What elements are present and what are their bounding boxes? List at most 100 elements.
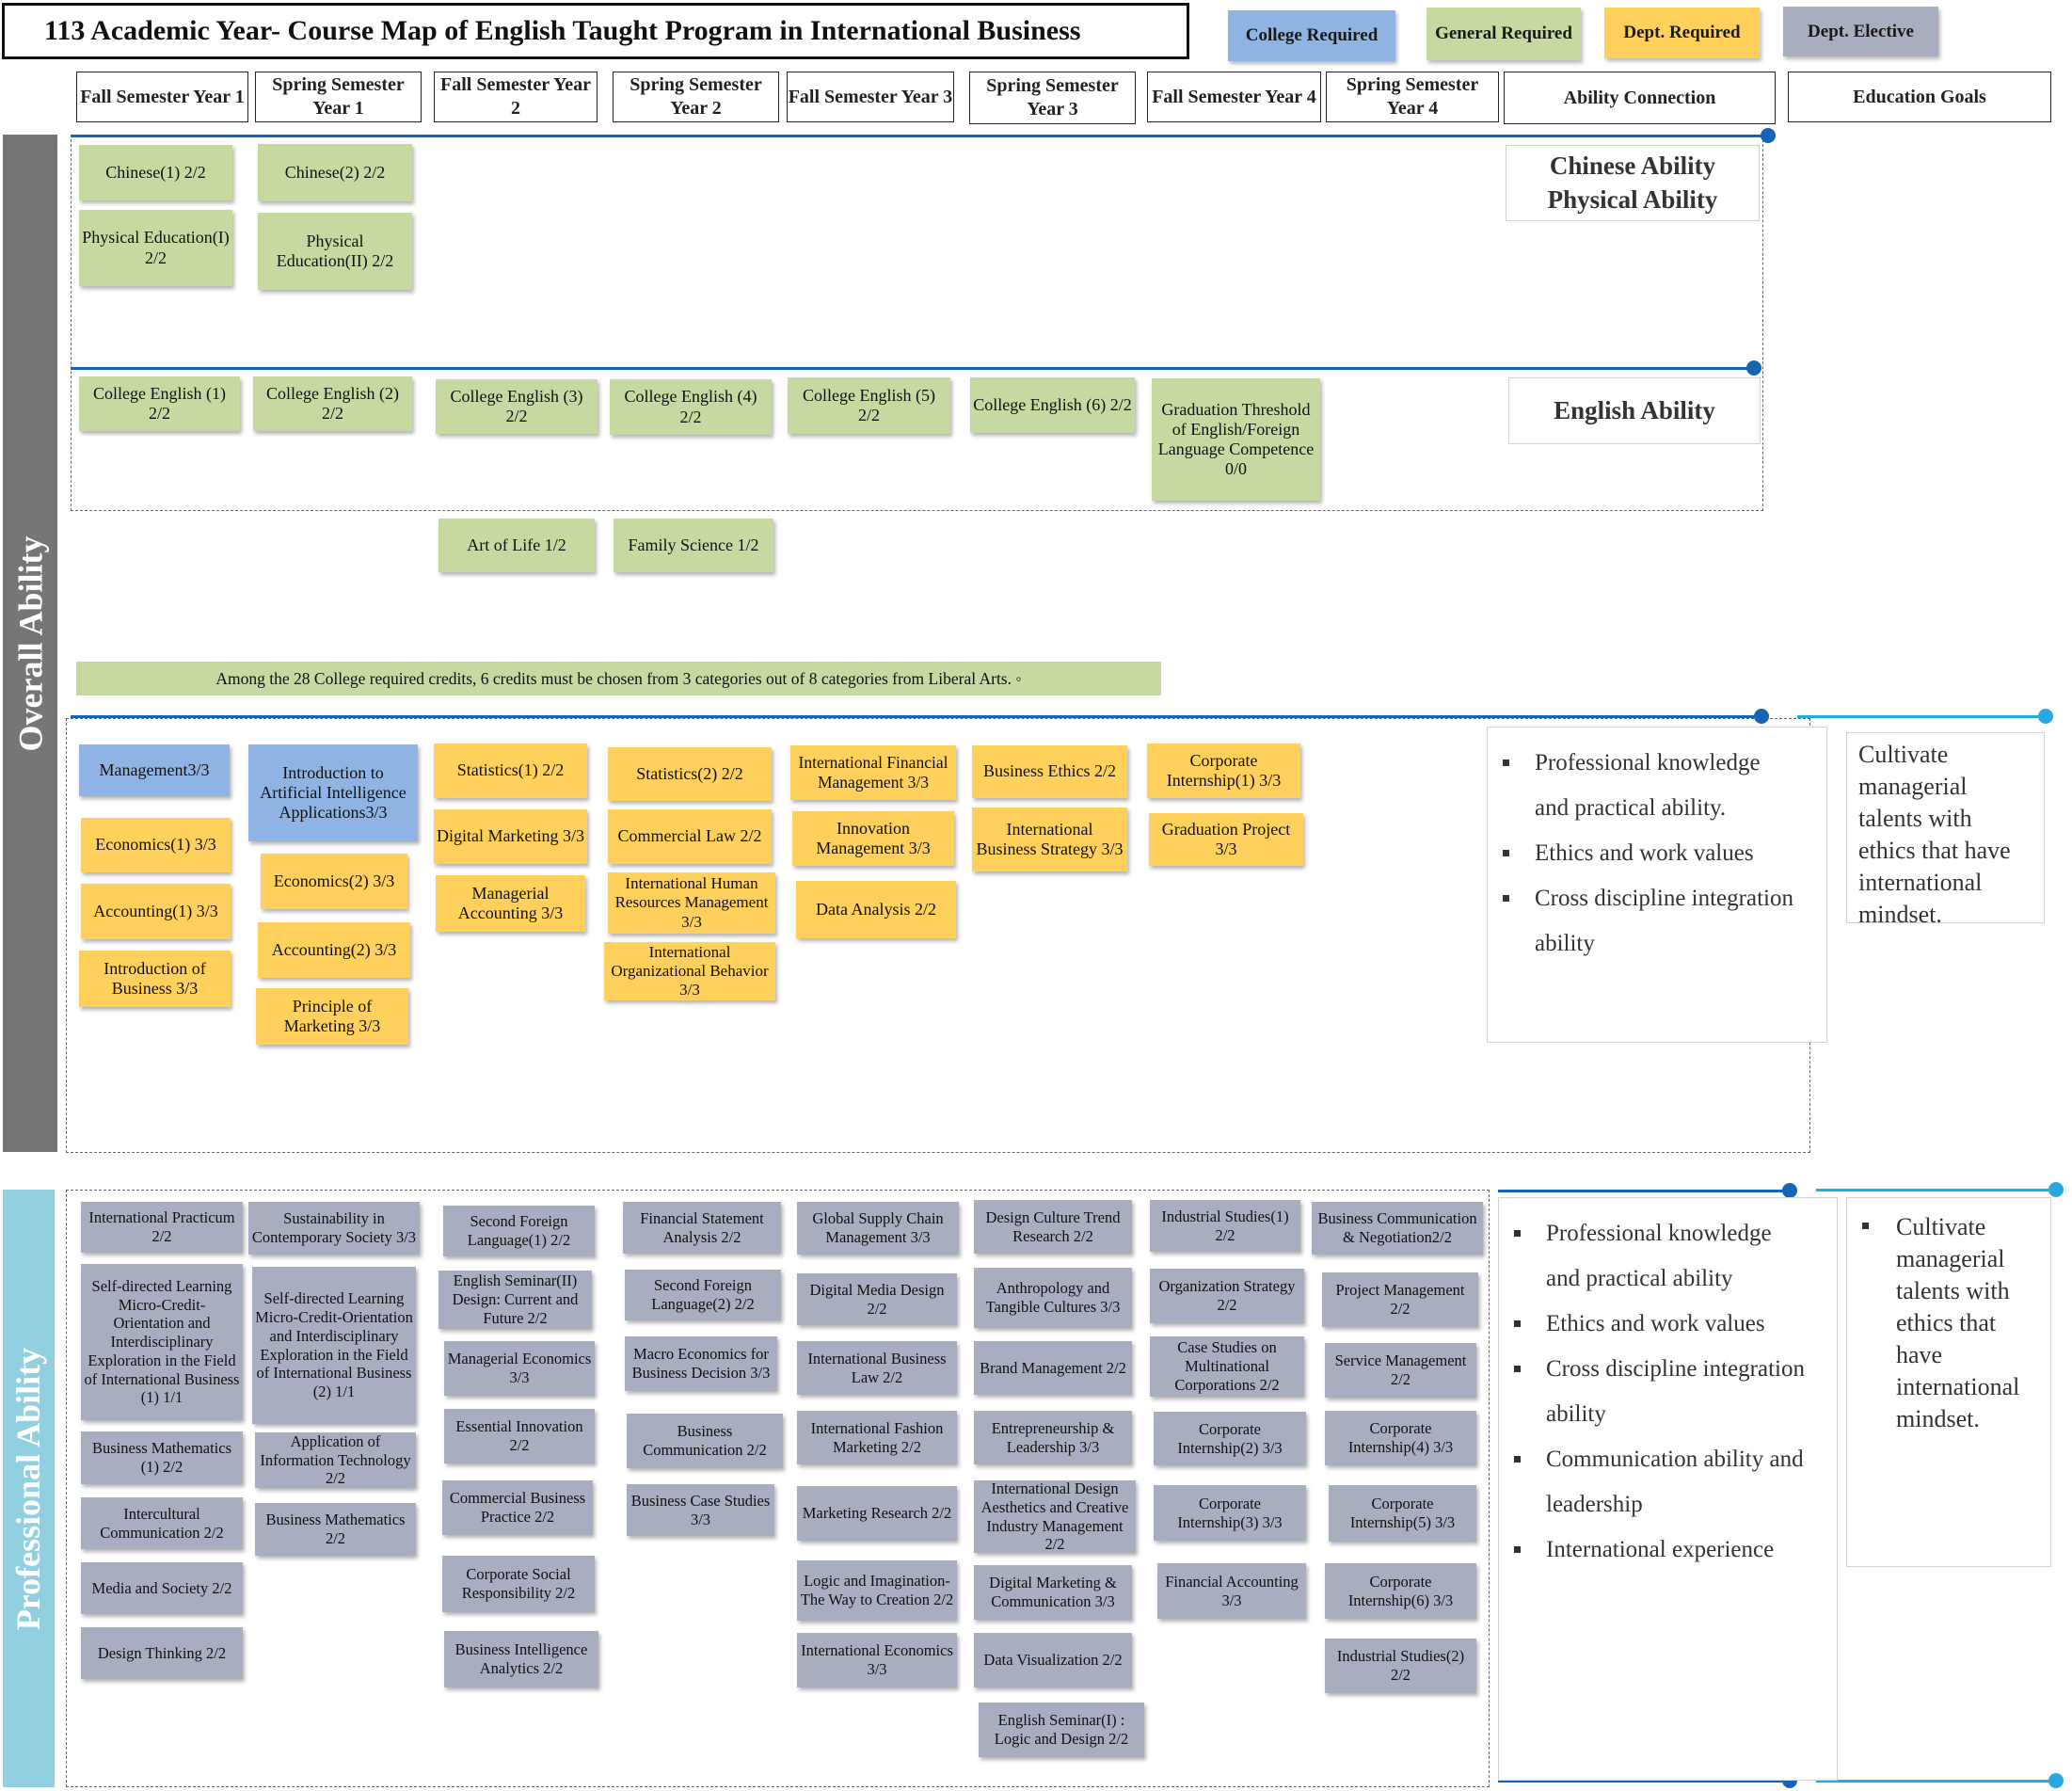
course-service-management: Service Management 2/2: [1325, 1343, 1476, 1398]
header-fall-year4: Fall Semester Year 4: [1147, 72, 1321, 122]
course-intl-business-strategy: International Business Strategy 3/3: [972, 808, 1127, 872]
course-business-intelligence-analytics: Business Intelligence Analytics 2/2: [444, 1631, 598, 1687]
professional-connection-line-1: Professional knowledge: [1499, 1211, 1837, 1256]
course-design-culture-trend: Design Culture Trend Research 2/2: [974, 1200, 1132, 1254]
course-business-communication-negotiation: Business Communication & Negotiation2/2: [1312, 1202, 1483, 1255]
course-business-ethics: Business Ethics 2/2: [972, 745, 1127, 798]
course-industrial-studies-2: Industrial Studies(2) 2/2: [1325, 1639, 1476, 1693]
header-spring-year4: Spring Semester Year 4: [1326, 72, 1499, 122]
course-business-case-studies: Business Case Studies 3/3: [627, 1484, 774, 1536]
professional-connection-line-6: Communication ability and: [1499, 1437, 1837, 1482]
connector-line-overall: [71, 715, 1761, 718]
course-brand-management: Brand Management 2/2: [974, 1341, 1132, 1395]
course-accounting-2: Accounting(2) 3/3: [258, 922, 410, 978]
connector-dot-overall: [1754, 709, 1769, 724]
course-industrial-studies-1: Industrial Studies(1) 2/2: [1150, 1200, 1300, 1252]
course-physical-education-2: Physical Education(II) 2/2: [258, 213, 412, 290]
header-ability-connection: Ability Connection: [1504, 72, 1776, 124]
overall-connection-line-3: Ethics and work values: [1488, 831, 1826, 876]
course-managerial-accounting: Managerial Accounting 3/3: [436, 875, 585, 932]
course-intl-fashion-marketing: International Fashion Marketing 2/2: [797, 1411, 957, 1464]
course-english-seminar-1: English Seminar(I) : Logic and Design 2/…: [979, 1703, 1144, 1757]
overall-education-goal: Cultivate managerial talents with ethics…: [1846, 732, 2045, 928]
header-fall-year1: Fall Semester Year 1: [76, 72, 248, 122]
goal-bullet-icon: [1862, 1223, 1869, 1229]
connector-line-professional-bottom: [1498, 1780, 1793, 1783]
course-intl-economics: International Economics 3/3: [797, 1633, 957, 1687]
ability-chinese-physical: Chinese Ability Physical Ability: [1506, 145, 1760, 221]
course-management: Management3/3: [79, 744, 230, 796]
course-economics-1: Economics(1) 3/3: [81, 818, 231, 872]
course-college-english-6: College English (6) 2/2: [970, 377, 1135, 433]
connector-line-english: [71, 367, 1755, 370]
course-business-mathematics: Business Mathematics 2/2: [255, 1503, 416, 1556]
header-spring-year1: Spring Semester Year 1: [255, 72, 422, 122]
course-principle-of-marketing: Principle of Marketing 3/3: [256, 988, 408, 1045]
course-self-directed-learning-2: Self-directed Learning Micro-Credit-Orie…: [252, 1267, 416, 1424]
course-media-and-society: Media and Society 2/2: [81, 1562, 243, 1614]
overall-ability-label: Overall Ability: [11, 536, 49, 751]
professional-education-goal: Cultivate managerial talents with ethics…: [1847, 1211, 2050, 1435]
course-college-english-3: College English (3) 2/2: [436, 379, 598, 434]
connector-line-professional-goal: [1816, 1189, 2051, 1191]
course-commercial-law: Commercial Law 2/2: [608, 809, 772, 864]
professional-education-goal-box: Cultivate managerial talents with ethics…: [1846, 1197, 2051, 1567]
course-art-of-life: Art of Life 1/2: [438, 519, 595, 572]
course-chinese-2: Chinese(2) 2/2: [258, 144, 412, 201]
connector-dot-english: [1746, 360, 1761, 376]
course-digital-media-design: Digital Media Design 2/2: [797, 1273, 957, 1325]
course-chinese-1: Chinese(1) 2/2: [79, 145, 232, 200]
legend-general-required: General Required: [1426, 8, 1581, 60]
legend-college-required: College Required: [1228, 10, 1395, 61]
course-second-foreign-language-2: Second Foreign Language(2) 2/2: [625, 1270, 781, 1320]
course-anthropology-tangible-cultures: Anthropology and Tangible Cultures 3/3: [974, 1268, 1132, 1328]
header-fall-year3: Fall Semester Year 3: [787, 72, 954, 122]
course-marketing-research: Marketing Research 2/2: [797, 1486, 957, 1541]
course-business-communication: Business Communication 2/2: [627, 1414, 783, 1468]
course-college-english-1: College English (1) 2/2: [79, 376, 240, 431]
course-english-seminar-2: English Seminar(II) Design: Current and …: [438, 1271, 592, 1329]
professional-ability-connection: Professional knowledge and practical abi…: [1498, 1197, 1838, 1781]
course-family-science: Family Science 1/2: [614, 519, 773, 572]
overall-ability-connection: Professional knowledge and practical abi…: [1487, 727, 1827, 1043]
course-organization-strategy: Organization Strategy 2/2: [1150, 1269, 1304, 1323]
course-self-directed-learning-1: Self-directed Learning Micro-Credit-Orie…: [81, 1264, 243, 1420]
professional-connection-line-3: Ethics and work values: [1499, 1302, 1837, 1347]
course-financial-statement-analysis: Financial Statement Analysis 2/2: [623, 1202, 781, 1254]
course-sustainability: Sustainability in Contemporary Society 3…: [248, 1202, 420, 1255]
header-education-goals: Education Goals: [1788, 72, 2051, 122]
course-application-of-it: Application of Information Technology 2/…: [255, 1432, 416, 1488]
liberal-arts-note: Among the 28 College required credits, 6…: [76, 662, 1161, 696]
page-title: 113 Academic Year- Course Map of English…: [2, 3, 1189, 59]
header-spring-year2: Spring Semester Year 2: [613, 72, 779, 122]
course-physical-education-1: Physical Education(I) 2/2: [79, 210, 232, 286]
course-corporate-internship-1: Corporate Internship(1) 3/3: [1147, 744, 1300, 798]
course-design-thinking: Design Thinking 2/2: [81, 1627, 243, 1679]
course-intro-ai: Introduction to Artificial Intelligence …: [248, 744, 418, 841]
ability-english: English Ability: [1508, 377, 1761, 444]
course-project-management: Project Management 2/2: [1322, 1272, 1478, 1327]
connector-dot-professional-goal: [2048, 1182, 2064, 1197]
course-digital-marketing-communication: Digital Marketing & Communication 3/3: [974, 1565, 1132, 1620]
course-global-supply-chain: Global Supply Chain Management 3/3: [797, 1202, 959, 1255]
connector-dot-professional-goal-bottom: [2048, 1773, 2064, 1788]
connector-dot-overall-goal: [2038, 709, 2053, 724]
professional-ability-label: Professional Ability: [9, 1347, 48, 1630]
course-commercial-business-practice: Commercial Business Practice 2/2: [442, 1480, 593, 1535]
course-corporate-internship-6: Corporate Internship(6) 3/3: [1325, 1563, 1476, 1619]
overall-connection-line-4: Cross discipline integration: [1488, 876, 1826, 921]
course-statistics-2: Statistics(2) 2/2: [608, 747, 772, 801]
course-managerial-economics: Managerial Economics 3/3: [444, 1341, 595, 1396]
course-innovation-management: Innovation Management 3/3: [792, 811, 954, 866]
course-corporate-internship-3: Corporate Internship(3) 3/3: [1154, 1485, 1306, 1541]
course-intl-organizational-behavior: International Organizational Behavior 3/…: [604, 942, 775, 1000]
course-intl-hr-management: International Human Resources Management…: [608, 872, 775, 934]
overall-connection-line-2: and practical ability.: [1535, 795, 1727, 821]
course-corporate-social-responsibility: Corporate Social Responsibility 2/2: [442, 1556, 595, 1612]
professional-connection-line-5: ability: [1546, 1401, 1606, 1427]
course-intl-design-aesthetics: International Design Aesthetics and Crea…: [974, 1480, 1136, 1553]
course-second-foreign-language-1: Second Foreign Language(1) 2/2: [443, 1206, 595, 1256]
connector-line-professional: [1498, 1190, 1793, 1192]
course-college-english-2: College English (2) 2/2: [253, 376, 412, 431]
course-data-analysis: Data Analysis 2/2: [796, 881, 956, 938]
